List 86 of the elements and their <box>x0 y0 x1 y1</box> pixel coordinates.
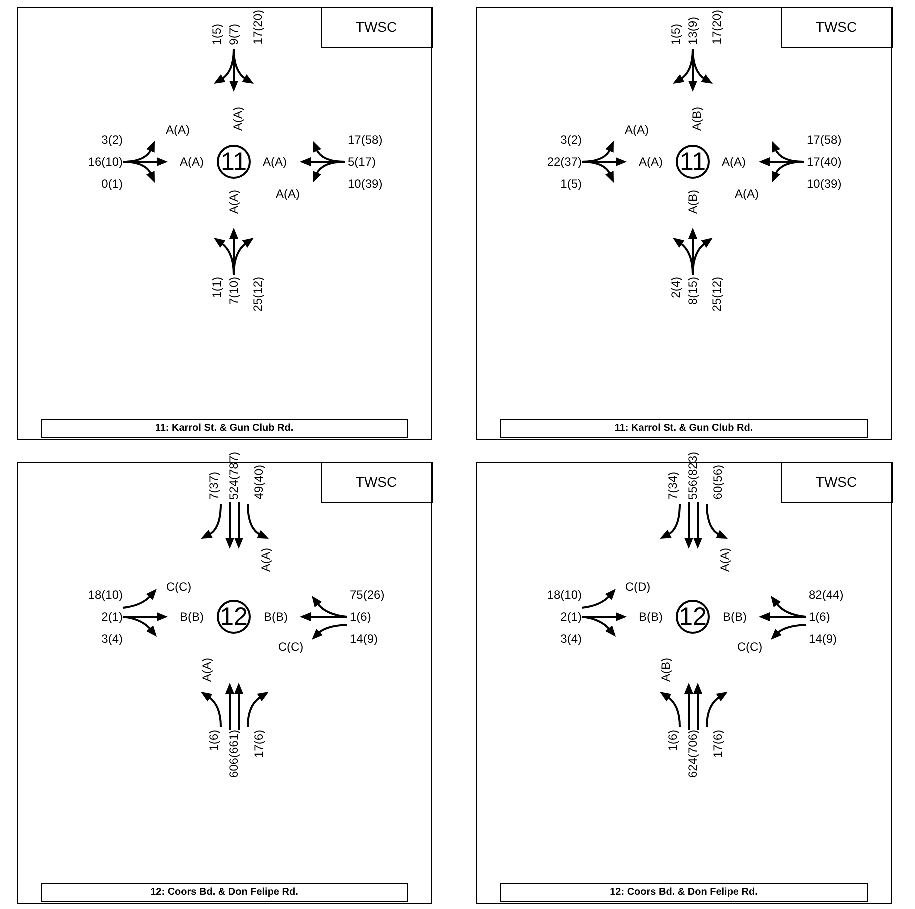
traffic-volume-label: 17(40) <box>807 155 842 169</box>
intersection-number-circle: 12 <box>676 600 710 634</box>
traffic-volume-label: 14(9) <box>809 632 838 646</box>
level-of-service-label: A(A) <box>166 123 190 137</box>
traffic-volume-label: 556(823) <box>686 452 700 500</box>
traffic-volume-label: 25(12) <box>710 277 724 312</box>
level-of-service-label: B(B) <box>639 610 663 624</box>
traffic-volume-label: 1(6) <box>809 610 830 624</box>
traffic-volume-label: 624(706) <box>686 730 700 778</box>
traffic-volume-label: 7(34) <box>666 472 680 500</box>
traffic-volume-label: 18(10) <box>88 588 123 602</box>
traffic-volume-label: 3(4) <box>560 632 582 646</box>
traffic-volume-label: 17(58) <box>807 133 842 147</box>
level-of-service-label: A(A) <box>259 548 273 572</box>
traffic-volume-label: 25(12) <box>251 277 265 312</box>
level-of-service-label: B(B) <box>264 610 288 624</box>
traffic-volume-label: 5(17) <box>348 155 376 169</box>
traffic-volume-label: 1(5) <box>669 24 683 45</box>
level-of-service-label: A(A) <box>263 155 287 169</box>
level-of-service-label: B(B) <box>180 610 204 624</box>
traffic-volume-label: 17(20) <box>251 10 265 45</box>
level-of-service-label: A(B) <box>659 658 673 682</box>
traffic-volume-label: 1(1) <box>210 277 224 298</box>
traffic-volume-label: 524(787) <box>227 452 241 500</box>
traffic-volume-label: 22(37) <box>547 155 582 169</box>
traffic-volume-label: 2(1) <box>560 610 582 624</box>
level-of-service-label: A(B) <box>690 107 704 131</box>
traffic-volume-label: 9(7) <box>227 24 241 45</box>
traffic-volume-label: 7(37) <box>207 472 221 500</box>
intersection-number-circle: 11 <box>217 145 251 179</box>
traffic-volume-label: 1(5) <box>560 177 582 191</box>
traffic-volume-label: 1(6) <box>666 730 680 752</box>
traffic-volume-label: 60(56) <box>711 465 725 500</box>
control-type-box: TWSC <box>780 462 892 502</box>
intersection-name-banner: 12: Coors Bd. & Don Felipe Rd. <box>41 883 408 902</box>
traffic-volume-label: 10(39) <box>807 177 842 191</box>
level-of-service-label: A(A) <box>180 155 204 169</box>
traffic-volume-label: 1(5) <box>210 24 224 45</box>
traffic-volume-label: 1(6) <box>350 610 372 624</box>
traffic-volume-label: 16(10) <box>88 155 123 169</box>
traffic-volume-label: 10(39) <box>348 177 383 191</box>
traffic-volume-label: 2(1) <box>102 610 123 624</box>
level-of-service-label: A(A) <box>722 155 746 169</box>
level-of-service-label: C(C) <box>278 640 304 654</box>
level-of-service-label: C(C) <box>737 640 763 654</box>
intersection-name-banner: 11: Karrol St. & Gun Club Rd. <box>500 419 868 438</box>
traffic-volume-label: 75(26) <box>350 588 385 602</box>
traffic-volume-label: 14(9) <box>350 632 378 646</box>
traffic-volume-label: 3(2) <box>560 133 582 147</box>
traffic-volume-label: 3(2) <box>102 133 123 147</box>
traffic-volume-label: 18(10) <box>547 588 582 602</box>
traffic-volume-label: 1(6) <box>207 730 221 752</box>
level-of-service-label: B(B) <box>723 610 747 624</box>
intersection-name-banner: 12: Coors Bd. & Don Felipe Rd. <box>500 883 868 902</box>
control-type-box: TWSC <box>320 462 432 502</box>
level-of-service-label: A(A) <box>231 107 245 131</box>
level-of-service-label: A(A) <box>200 658 214 682</box>
level-of-service-label: C(D) <box>625 580 651 594</box>
level-of-service-label: A(A) <box>625 123 649 137</box>
level-of-service-label: A(A) <box>276 187 300 201</box>
control-type-box: TWSC <box>780 6 892 48</box>
intersection-panel <box>476 7 892 440</box>
traffic-volume-label: 0(1) <box>102 177 123 191</box>
traffic-volume-label: 49(40) <box>252 465 266 500</box>
traffic-volume-label: 7(10) <box>227 277 241 306</box>
intersection-name-banner: 11: Karrol St. & Gun Club Rd. <box>41 419 408 438</box>
traffic-volume-label: 13(9) <box>686 16 700 45</box>
intersection-number-circle: 11 <box>676 145 710 179</box>
traffic-volume-label: 17(58) <box>348 133 383 147</box>
traffic-volume-label: 17(6) <box>711 730 725 758</box>
level-of-service-label: A(A) <box>718 548 732 572</box>
intersection-panel <box>17 7 432 440</box>
traffic-volume-label: 3(4) <box>102 632 123 646</box>
level-of-service-label: C(C) <box>166 580 192 594</box>
control-type-box: TWSC <box>320 6 432 48</box>
traffic-volume-label: 606(661) <box>227 730 241 778</box>
traffic-volume-label: 2(4) <box>669 277 683 298</box>
intersection-number-circle: 12 <box>217 600 251 634</box>
level-of-service-label: A(A) <box>227 190 241 214</box>
traffic-volume-label: 82(44) <box>809 588 844 602</box>
level-of-service-label: A(A) <box>735 187 759 201</box>
traffic-volume-label: 17(20) <box>710 10 724 45</box>
level-of-service-label: A(A) <box>639 155 663 169</box>
traffic-volume-label: 8(15) <box>686 277 700 306</box>
traffic-volume-label: 17(6) <box>252 730 266 758</box>
level-of-service-label: A(B) <box>686 190 700 214</box>
